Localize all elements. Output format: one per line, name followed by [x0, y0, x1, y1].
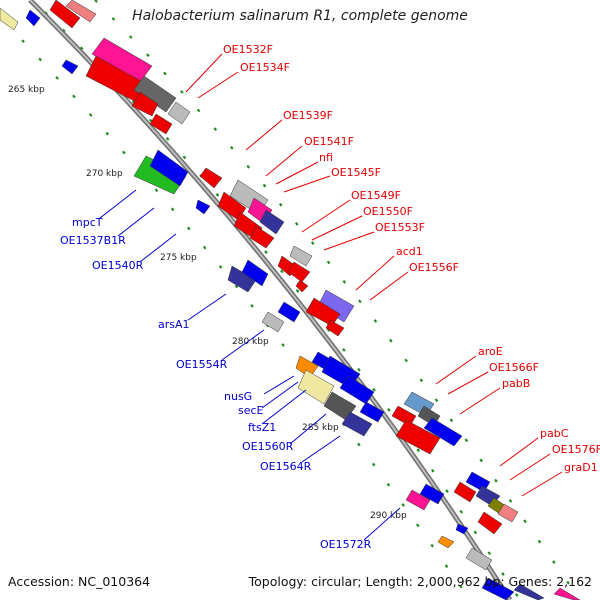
gene-label: OE1564R [260, 460, 312, 473]
gene-arrow [317, 289, 355, 323]
gene-label: OE1537B1R [60, 234, 126, 247]
gene-label: acd1 [396, 245, 423, 258]
gene-arrow [49, 0, 81, 29]
gene-label: OE1549F [351, 189, 401, 202]
gene-label: OE1539F [283, 109, 333, 122]
gene-arrow [297, 369, 335, 405]
gene-arrow [195, 199, 211, 215]
kbp-tick-label: 280 kbp [232, 337, 269, 347]
gene-label: OE1553F [375, 221, 425, 234]
gene-arrow [341, 411, 373, 437]
gene-arrow [453, 481, 477, 503]
gene-label: secE [238, 404, 264, 417]
gene-arrow [395, 419, 441, 455]
gene-label: pabC [540, 427, 569, 440]
gene-arrow [61, 59, 79, 75]
gene-arrow [423, 417, 463, 447]
gene-label: aroE [478, 345, 503, 358]
kbp-tick-label: 265 kbp [8, 85, 45, 95]
gene-features [0, 0, 581, 600]
gene-label: OE1576F [552, 443, 600, 456]
genome-backbone [28, 0, 513, 600]
gene-arrow [0, 7, 19, 31]
gene-arrow [405, 489, 431, 511]
topology-text: Topology: circular; Length: 2,000,962 bp… [248, 574, 592, 589]
gene-arrow [241, 259, 269, 287]
gene-label: OE1572R [320, 538, 372, 551]
gene-arrow [199, 167, 223, 189]
gene-label: arsA1 [158, 318, 190, 331]
minus-strand-labels: mpcT OE1537B1R OE1540R arsA1 OE1554R nus… [60, 216, 372, 551]
gene-label: OE1545F [331, 166, 381, 179]
gene-arrow [149, 149, 189, 187]
gene-arrow [481, 577, 515, 600]
gene-label: nusG [224, 390, 252, 403]
kbp-tick-label: 275 kbp [160, 253, 197, 263]
gene-arrow [513, 583, 545, 600]
gene-arrow [419, 483, 445, 505]
gene-label: nfi [319, 151, 333, 164]
gene-label: graD1 [564, 461, 598, 474]
plus-leader-lines [185, 53, 563, 497]
gene-arrow [553, 587, 581, 600]
gene-label: ftsZ1 [248, 421, 276, 434]
gene-arrow [325, 319, 345, 337]
minus-leader-lines [99, 189, 401, 541]
gene-arrow [477, 511, 503, 535]
gene-arrow [455, 523, 469, 535]
gene-label: OE1556F [409, 261, 459, 274]
gene-arrow [295, 279, 309, 293]
gene-arrow [167, 101, 191, 125]
gene-label: OE1554R [176, 358, 228, 371]
gene-label: OE1560R [242, 440, 294, 453]
kbp-tick-label: 270 kbp [86, 169, 123, 179]
gene-label: pabB [502, 377, 530, 390]
gene-arrow [149, 113, 173, 135]
gene-arrow [131, 91, 159, 117]
gene-arrow [359, 401, 385, 423]
gene-arrow [465, 547, 493, 571]
gene-arrow [133, 75, 177, 113]
gene-arrow [25, 9, 41, 27]
gene-label: OE1541F [304, 135, 354, 148]
gene-arrow [437, 535, 455, 549]
plus-strand-labels: OE1532F OE1534F OE1539F OE1541F nfi OE15… [223, 43, 600, 474]
gene-arrow [259, 209, 285, 235]
kbp-tick-label: 285 kbp [302, 423, 339, 433]
gene-label: OE1540R [92, 259, 144, 272]
kbp-scale: 265 kbp 270 kbp 275 kbp 280 kbp 285 kbp … [8, 85, 407, 521]
gene-arrow [497, 503, 519, 523]
gene-arrow [249, 225, 275, 249]
gene-arrow [65, 0, 97, 23]
gene-arrow [277, 301, 301, 323]
page-title: Halobacterium salinarum R1, complete gen… [132, 8, 468, 24]
kbp-tick-label: 290 kbp [370, 511, 407, 521]
gene-label: OE1550F [363, 205, 413, 218]
gene-arrow [261, 311, 285, 333]
accession-text: Accession: NC_010364 [8, 574, 151, 589]
gene-arrow [289, 245, 313, 267]
gene-label: OE1566F [489, 361, 539, 374]
gene-label: mpcT [72, 216, 103, 229]
gene-label: OE1532F [223, 43, 273, 56]
gene-label: OE1534F [240, 61, 290, 74]
